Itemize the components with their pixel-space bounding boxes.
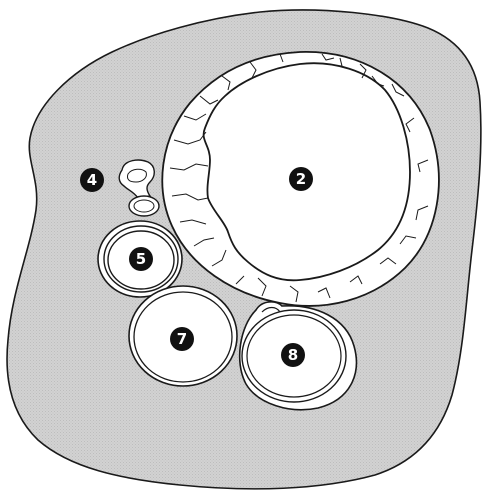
marker-4-label: 4 bbox=[87, 171, 97, 189]
marker-8: 8 bbox=[281, 343, 305, 367]
marker-2-label: 2 bbox=[296, 170, 306, 188]
marker-7-label: 7 bbox=[177, 330, 187, 348]
marker-7: 7 bbox=[170, 327, 194, 351]
marker-8-label: 8 bbox=[288, 346, 298, 364]
marker-4: 4 bbox=[80, 168, 104, 192]
marker-2: 2 bbox=[289, 167, 313, 191]
marker-5: 5 bbox=[129, 247, 153, 271]
marker-5-label: 5 bbox=[136, 250, 146, 268]
